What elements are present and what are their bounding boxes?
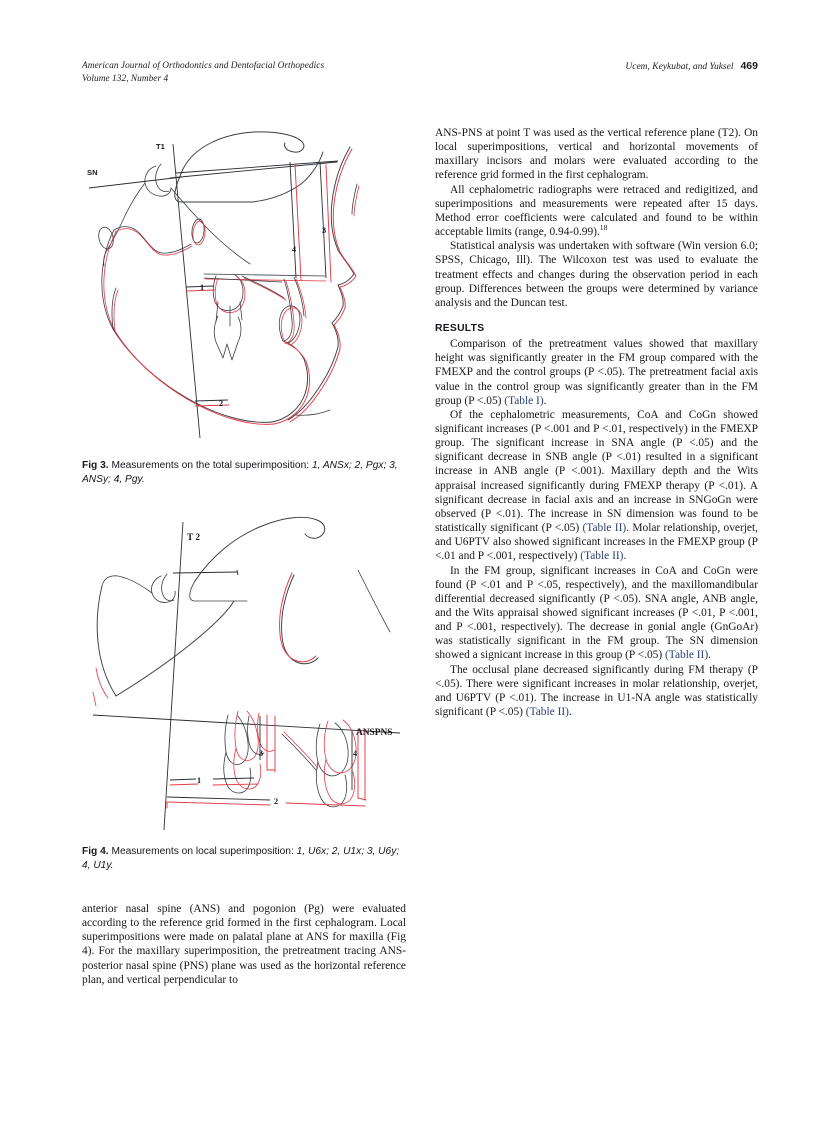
right-paragraph-2-text: All cephalometric radiographs were retra… [435,183,758,239]
results-paragraph-1: Comparison of the pretreatment values sh… [435,337,758,408]
figure-3-caption-items: 1, ANSx; 2, Pgx; 3, ANSy; 4, Pgy. [82,460,398,485]
results-p4-tail: . [568,706,572,719]
results-paragraph-3: In the FM group, significant increases i… [435,564,758,663]
results-p2-text-a: Of the cephalometric measurements, CoA a… [435,408,758,535]
right-column: ANS-PNS at point T was used as the verti… [435,126,758,719]
left-column: T1 SN 1 2 3 4 Fig 3. Measurements on the… [82,126,406,987]
volume-issue: Volume 132, Number 4 [82,73,169,84]
figure-3-image: T1 SN 1 2 3 4 [82,126,406,438]
fig4-label-t2: T 2 [187,533,200,543]
reference-marker-18: 18 [599,223,608,233]
results-p2-text-b: . Molar relationship, overjet, and U6PTV… [435,522,758,563]
journal-title: American Journal of Orthodontics and Den… [82,61,325,71]
results-p3-text: In the FM group, significant increases i… [435,564,758,662]
figure-4-caption-text: Measurements on local superimposition: [111,846,294,857]
results-p1-text: Comparison of the pretreatment values sh… [435,338,758,407]
figure-3-caption-text: Measurements on the total superimpositio… [111,460,310,471]
figure-4-caption-label: Fig 4. [82,846,109,857]
fig3-label-sn: SN [87,168,98,177]
running-head-left: American Journal of Orthodontics and Den… [82,60,502,85]
fig3-label-3: 3 [322,226,326,235]
right-paragraph-2: All cephalometric radiographs were retra… [435,183,758,240]
left-body-paragraph: anterior nasal spine (ANS) and pogonion … [82,903,406,986]
table-ii-reference-4[interactable]: (Table II) [525,706,569,719]
fig4-label-3: 3 [259,749,263,758]
results-paragraph-2: Of the cephalometric measurements, CoA a… [435,408,758,564]
right-paragraph-1: ANS-PNS at point T was used as the verti… [435,127,758,182]
figure-4-caption-items: 1, U6x; 2, U1x; 3, U6y; 4, U1y. [82,846,400,871]
results-p4-text: The occlusal plane decreased significant… [435,663,758,719]
running-head-right: Ucem, Keykubat, and Yuksel 469 [625,60,758,74]
figure-3-caption: Fig 3. Measurements on the total superim… [82,459,406,487]
running-head: American Journal of Orthodontics and Den… [82,60,758,92]
table-ii-reference-2[interactable]: (Table II) [580,550,624,563]
results-paragraph-4: The occlusal plane decreased significant… [435,663,758,720]
right-paragraph-3: Statistical analysis was undertaken with… [435,240,758,309]
results-heading: RESULTS [435,323,485,335]
figure-4-image: T 2 ANSPNS 1 2 3 4 [82,508,406,830]
figure-3-caption-label: Fig 3. [82,460,109,471]
results-p2-tail: . [623,550,627,563]
fig4-label-4: 4 [353,749,357,758]
table-ii-reference-3[interactable]: (Table II) [664,649,709,662]
results-p1-tail: . [543,394,547,407]
fig4-label-1: 1 [197,776,201,785]
fig3-label-t1: T1 [156,142,166,151]
fig3-label-4: 4 [292,245,296,254]
author-list: Ucem, Keykubat, and Yuksel [625,62,734,72]
fig4-label-2: 2 [274,797,278,806]
fig3-label-1: 1 [200,283,204,292]
page-number: 469 [740,60,758,72]
results-p3-tail: . [708,649,711,662]
table-ii-reference-1[interactable]: (Table II) [582,522,627,535]
fig3-label-2: 2 [219,399,223,408]
fig4-label-anspns: ANSPNS [356,728,392,738]
figure-4-caption: Fig 4. Measurements on local superimposi… [82,845,406,873]
table-i-reference[interactable]: (Table I) [504,394,544,407]
